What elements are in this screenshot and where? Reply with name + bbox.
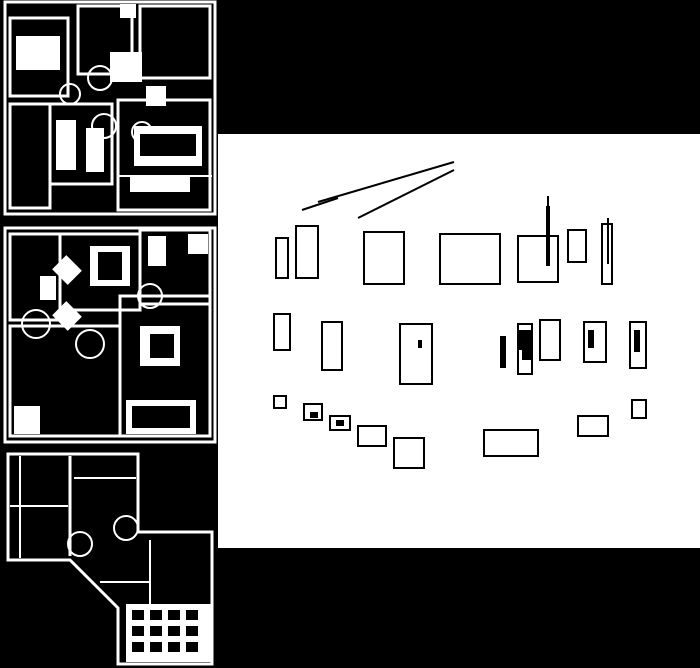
- window: [275, 237, 289, 279]
- room: [138, 228, 212, 306]
- base-element: [303, 403, 323, 421]
- fixture: [148, 236, 166, 266]
- window: [273, 313, 291, 351]
- isometric-view: [218, 134, 700, 548]
- door-swing: [21, 309, 51, 339]
- detail: [500, 336, 506, 368]
- window: [439, 233, 501, 285]
- detail: [588, 330, 594, 348]
- window: [629, 321, 647, 369]
- base-element: [393, 437, 425, 469]
- fixture: [188, 234, 208, 254]
- kitchen-counter: [86, 128, 104, 172]
- floor-plan-middle-drawing: [0, 226, 220, 446]
- room: [118, 294, 212, 438]
- detail: [518, 330, 524, 350]
- bed-furniture: [16, 36, 60, 70]
- outer-wall: [6, 452, 214, 666]
- room: [48, 102, 114, 186]
- chair: [52, 301, 82, 331]
- fixture: [110, 52, 142, 82]
- detail: [310, 412, 318, 418]
- roof-edge: [317, 161, 455, 203]
- base-element: [631, 399, 647, 419]
- room: [138, 4, 212, 80]
- door-swing: [75, 329, 105, 359]
- detail: [336, 420, 344, 426]
- door-swing: [67, 531, 93, 557]
- window: [601, 223, 613, 285]
- door-swing: [113, 515, 139, 541]
- drawing-sheet: [218, 134, 700, 548]
- fixture: [14, 406, 40, 434]
- floor-plan-bottom-drawing: [0, 448, 220, 668]
- window: [363, 231, 405, 285]
- door-swing: [137, 283, 163, 309]
- window: [583, 321, 607, 363]
- window: [517, 235, 559, 283]
- door-swing: [87, 65, 113, 91]
- outer-wall: [3, 226, 217, 444]
- fixture: [146, 86, 166, 106]
- fixture: [120, 4, 136, 18]
- detail: [634, 330, 640, 352]
- window: [321, 321, 343, 371]
- chair: [52, 255, 82, 285]
- kitchen-counter: [56, 120, 76, 170]
- floor-plan-middle: [0, 226, 220, 446]
- room: [76, 4, 134, 76]
- base-element: [273, 395, 287, 409]
- base-element: [577, 415, 609, 437]
- room: [8, 16, 70, 98]
- base-element: [357, 425, 387, 447]
- floor-plan-top: [0, 0, 220, 222]
- base-element: [329, 415, 351, 431]
- window: [567, 229, 587, 263]
- fixture-inner: [140, 134, 196, 156]
- window: [399, 323, 433, 385]
- window: [539, 319, 561, 361]
- detail: [418, 340, 422, 348]
- fixture: [40, 276, 56, 300]
- isometric-drawing: [218, 134, 700, 548]
- detail: [522, 330, 532, 360]
- base-element: [483, 429, 539, 457]
- floor-plan-bottom: [0, 448, 220, 668]
- floor-plan-top-drawing: [0, 0, 220, 222]
- window: [295, 225, 319, 279]
- vertical-post: [546, 206, 550, 266]
- fixture: [130, 176, 190, 192]
- room: [116, 98, 212, 212]
